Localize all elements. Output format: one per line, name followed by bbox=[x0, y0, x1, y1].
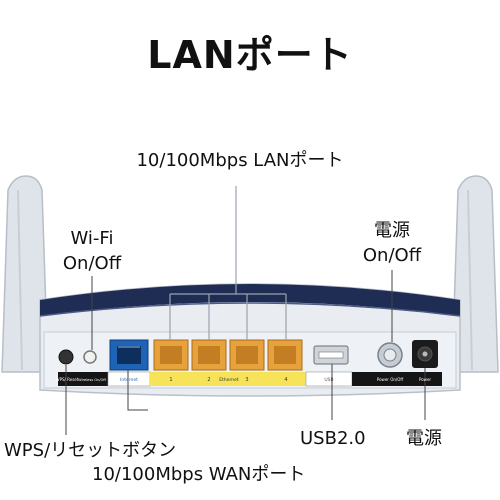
wps-reset-label: WPS/リセットボタン bbox=[4, 440, 177, 461]
usb-port bbox=[313, 345, 349, 365]
wan-leader-line bbox=[127, 370, 148, 411]
wan-port-label: 10/100Mbps WANポート bbox=[92, 464, 306, 485]
power-onoff-button bbox=[377, 342, 403, 368]
wps-label-strip bbox=[58, 372, 108, 386]
usb-label: USB2.0 bbox=[300, 428, 366, 449]
wifi-label-line2: On/Off bbox=[62, 253, 122, 274]
lan-port-1 bbox=[153, 339, 189, 371]
panel-text-port-3: 3 bbox=[245, 377, 248, 383]
power-label-strip bbox=[352, 372, 442, 386]
lan-port-4 bbox=[267, 339, 303, 371]
panel-text-port-2: 2 bbox=[207, 377, 210, 383]
lan-ports-label: 10/100Mbps LANポート bbox=[136, 150, 344, 171]
lan-port-2 bbox=[191, 339, 227, 371]
lan-label-strip bbox=[150, 372, 306, 386]
power-jack bbox=[412, 340, 438, 368]
panel-text-usb: USB bbox=[324, 377, 333, 383]
panel-text-power-onoff: Power On/Off bbox=[377, 377, 404, 382]
panel-text-port-1: 1 bbox=[169, 377, 172, 383]
power-switch-label-line1: 電源 bbox=[374, 220, 410, 241]
panel-text-wireless: Wireless On/Off bbox=[78, 378, 106, 382]
lan-label-connector bbox=[169, 186, 287, 340]
panel-text-port-4: 4 bbox=[284, 377, 287, 383]
panel-text-power: Power bbox=[419, 377, 431, 382]
panel-text-ethernet: Ethernet bbox=[219, 377, 239, 383]
wifi-onoff-button bbox=[83, 350, 97, 364]
panel-text-internet: Internet bbox=[120, 377, 138, 383]
wifi-label-line1: Wi-Fi bbox=[70, 228, 114, 249]
power-switch-label-line2: On/Off bbox=[362, 245, 422, 266]
power-label: 電源 bbox=[406, 428, 442, 449]
lan-port-3 bbox=[229, 339, 265, 371]
left-antenna bbox=[1, 175, 49, 373]
wps-reset-button bbox=[58, 349, 74, 365]
page-title: LANポート bbox=[147, 33, 353, 77]
right-antenna bbox=[451, 175, 499, 373]
panel-text-wps: WPS/ Reset bbox=[56, 377, 79, 382]
wan-port bbox=[109, 339, 149, 371]
